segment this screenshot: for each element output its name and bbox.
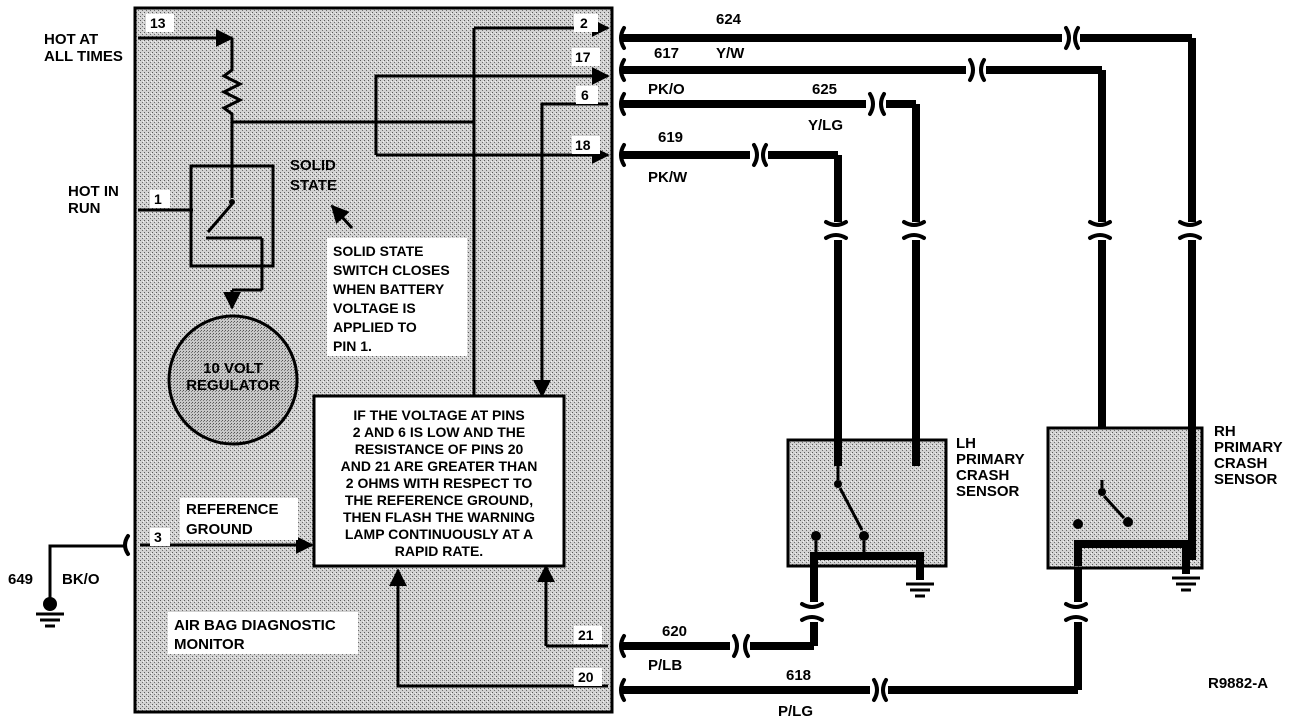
pin-17: 17 [575, 49, 591, 65]
pin-13: 13 [150, 15, 166, 31]
circuit-619-number: 619 [658, 129, 683, 146]
circuit-620-color: P/LB [648, 657, 682, 674]
pin-21: 21 [578, 627, 594, 643]
pin-6: 6 [581, 87, 589, 103]
pin-18: 18 [575, 137, 591, 153]
ground-circuit-649: 649 BK/O [8, 534, 130, 628]
circuit-625-color: Y/LG [808, 117, 843, 134]
circuit-649-number: 649 [8, 571, 33, 588]
pin-1: 1 [154, 191, 162, 207]
wiring [620, 34, 1196, 694]
circuit-619-color: PK/W [648, 169, 688, 186]
connectors [619, 26, 1202, 702]
circuit-pko-color: PK/O [648, 81, 685, 98]
circuit-620-number: 620 [662, 623, 687, 640]
pin-20: 20 [578, 669, 594, 685]
circuit-617-number: 617 [654, 45, 679, 62]
pin-2: 2 [580, 15, 588, 31]
pin-labels: 13 2 17 6 18 1 3 21 20 [146, 14, 602, 686]
circuit-618-color: P/LG [778, 703, 813, 720]
circuit-625-number: 625 [812, 81, 837, 98]
pin-3: 3 [154, 529, 162, 545]
circuit-618-number: 618 [786, 667, 811, 684]
circuit-labels: 624 617 Y/W PK/O 625 Y/LG 619 PK/W 620 P… [648, 11, 843, 720]
circuit-624-number: 624 [716, 11, 742, 28]
circuit-649-color: BK/O [62, 571, 100, 588]
circuit-617-color: Y/W [716, 45, 745, 62]
reference-code: R9882-A [1208, 675, 1268, 692]
